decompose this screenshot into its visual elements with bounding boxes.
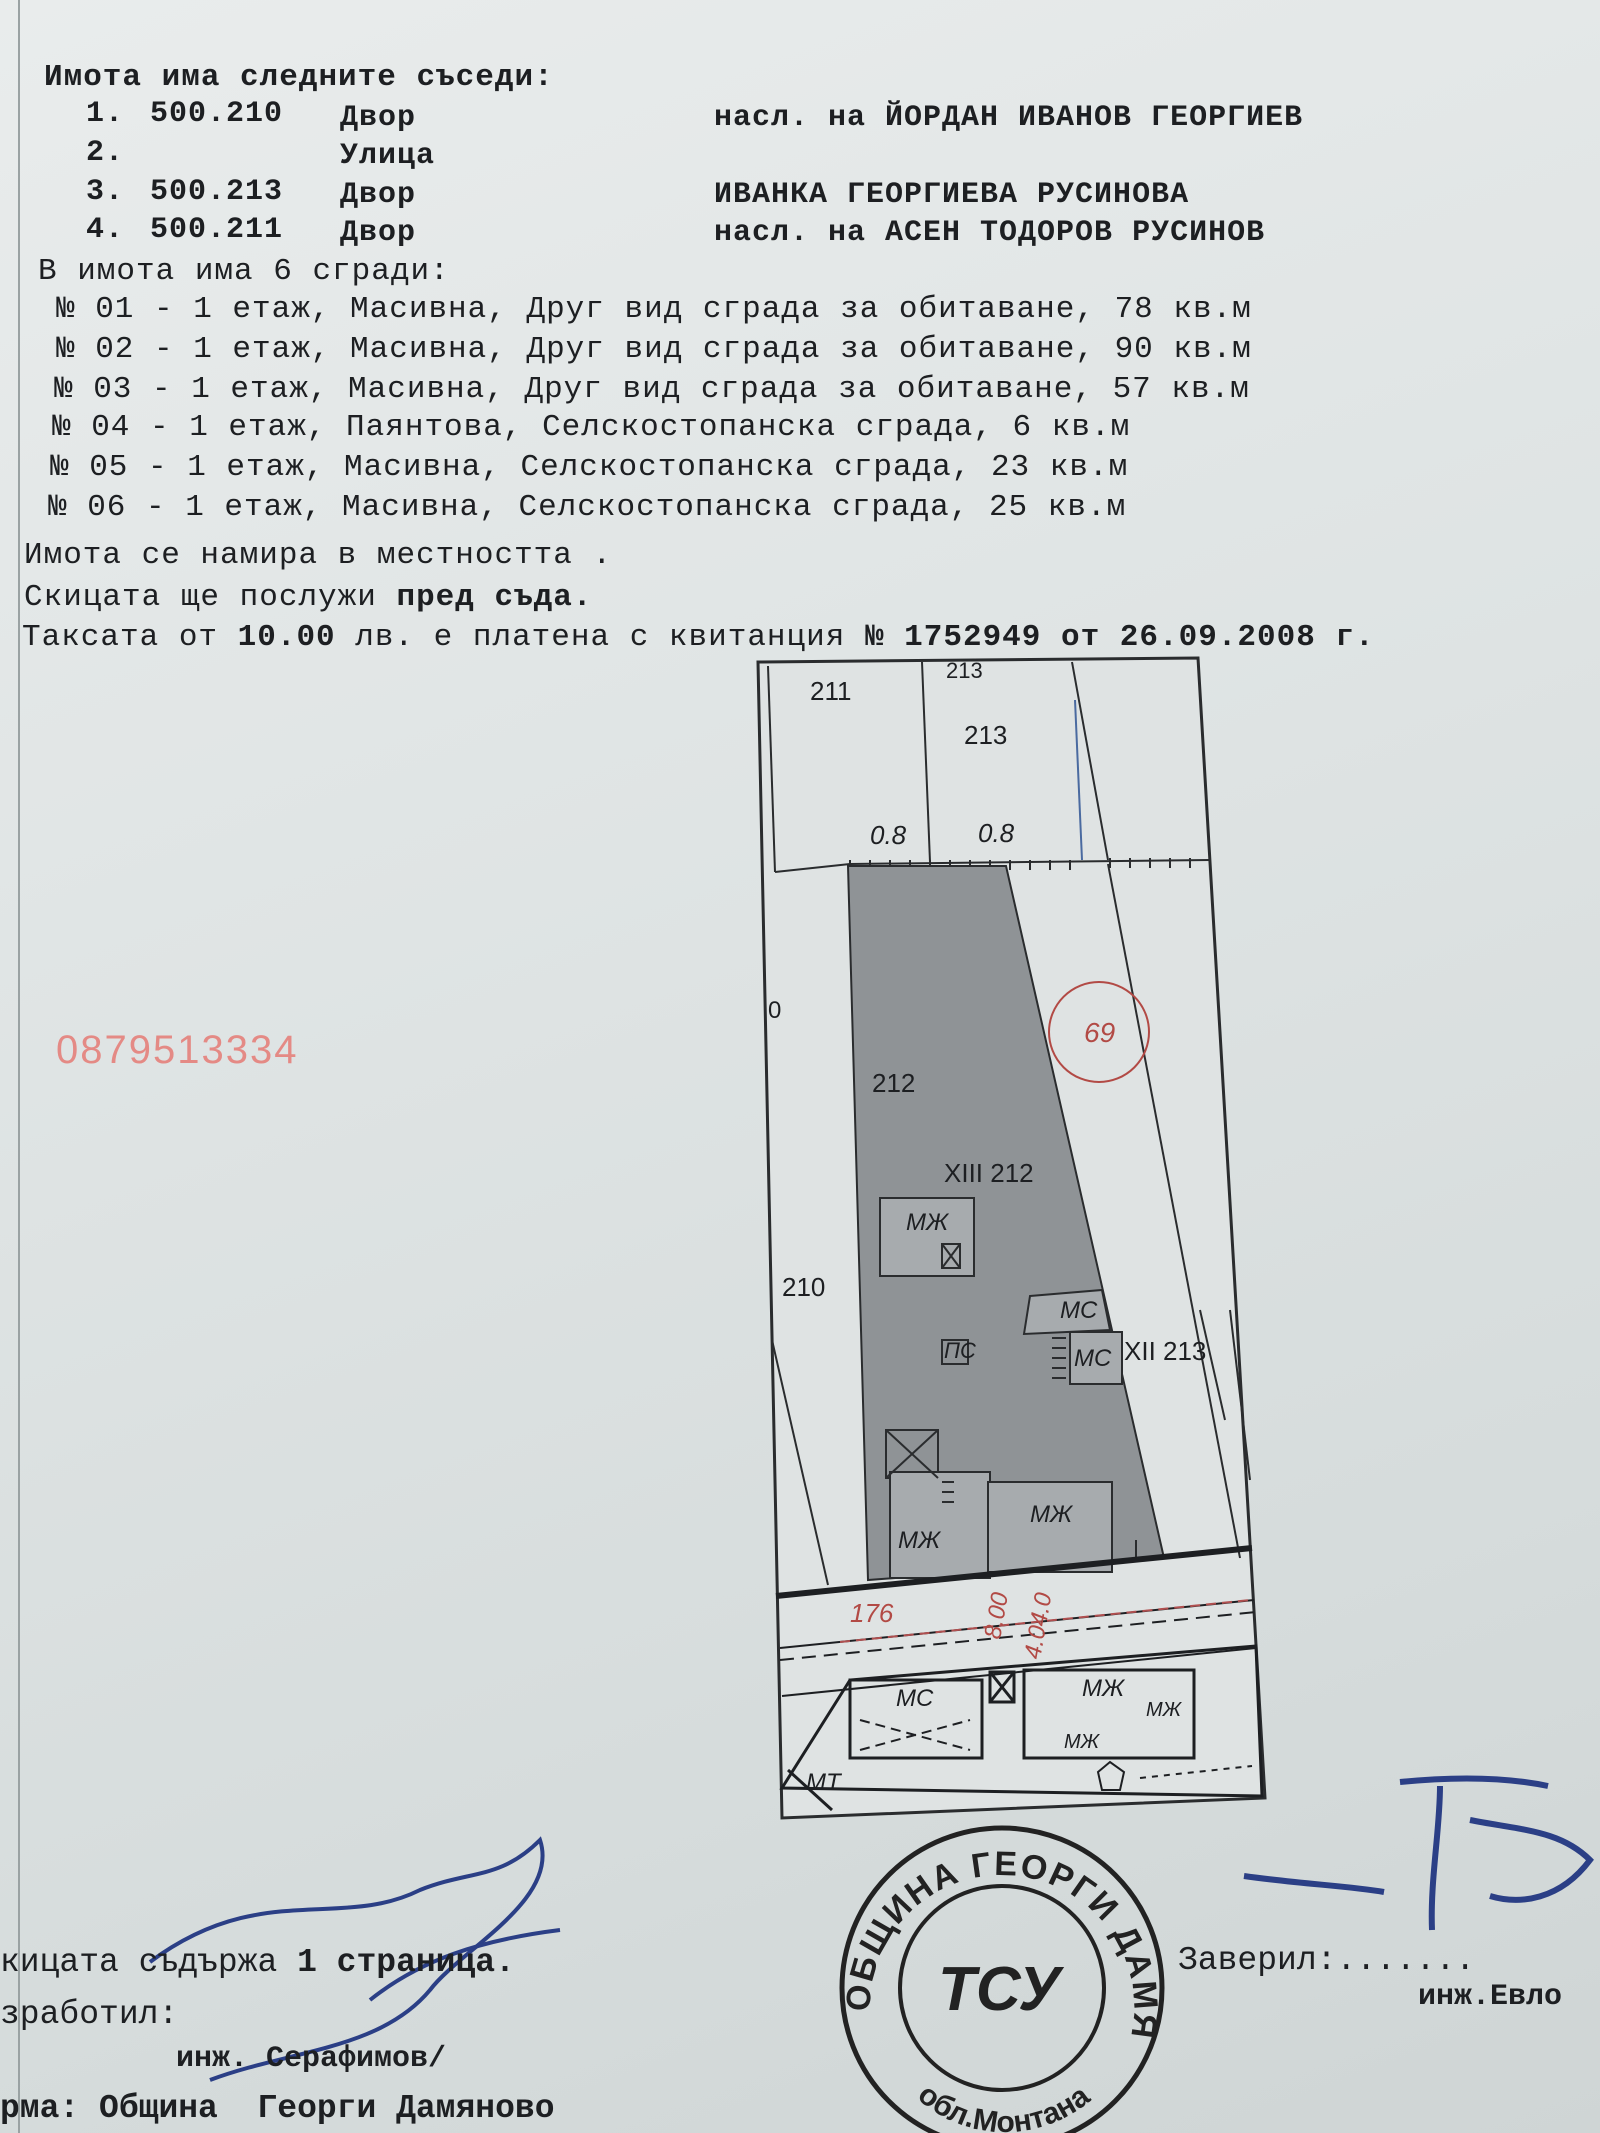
signature-left xyxy=(148,1836,561,2082)
neighbor-type: Улица xyxy=(340,139,436,173)
neighbor-type: Двор xyxy=(340,101,417,135)
label-0: 0 xyxy=(768,997,781,1024)
neighbor-id: 500.211 xyxy=(150,213,284,247)
fee-receipt: № 1752949 от 26.09.2008 г. xyxy=(864,620,1375,655)
label-reg-212: XIII 212 xyxy=(944,1158,1034,1188)
building-item: № 03 - 1 етаж, Масивна, Друг вид сграда … xyxy=(54,372,1250,407)
label-mzh-3: МЖ xyxy=(898,1527,942,1554)
verified-label: Заверил:....... xyxy=(1178,1942,1476,1979)
pages-bold: 1 страница. xyxy=(297,1944,515,1981)
south-buildings xyxy=(779,1644,1264,1812)
label-ms-2: МС xyxy=(1074,1345,1112,1372)
purpose-prefix: Скицата ще послужи xyxy=(24,580,397,615)
neighbor-owner: насл. на АСЕН ТОДОРОВ РУСИНОВ xyxy=(714,216,1266,250)
label-mzh-1: МЖ xyxy=(906,1209,950,1236)
stair-marks xyxy=(885,1243,1137,1560)
buildings-title: В имота има 6 сгради: xyxy=(38,254,450,289)
neighbor-num: 1. xyxy=(86,97,125,131)
neighbor-num: 4. xyxy=(86,213,125,247)
map-labels: 211 213 213 0.8 0.8 0 212 XIII 212 XII 2… xyxy=(768,658,1206,1796)
label-213: 213 xyxy=(964,720,1007,750)
label-south-ms: МС xyxy=(896,1685,934,1712)
label-212: 212 xyxy=(872,1068,915,1098)
building-item: № 02 - 1 етаж, Масивна, Друг вид сграда … xyxy=(56,332,1252,367)
firm-prefix: рма: xyxy=(0,2090,100,2127)
fee-prefix: Таксата от xyxy=(22,620,238,655)
building-item: № 04 - 1 етаж, Паянтова, Селскостопанска… xyxy=(52,410,1131,445)
engineer-name: инж. Серафимов/ xyxy=(176,2042,447,2076)
purpose-note: Скицата ще послужи пред съда. xyxy=(24,580,593,615)
buildings-outline xyxy=(879,1197,1123,1579)
location-note: Имота се намира в местността . xyxy=(24,538,613,573)
label-south-mzh: МЖ xyxy=(1082,1675,1126,1702)
neighbor-id: 500.210 xyxy=(150,97,284,131)
pages-note: кицата съдържа 1 страница. xyxy=(0,1944,515,1981)
label-reg-213: XII 213 xyxy=(1124,1336,1206,1366)
made-by-label: зработил: xyxy=(0,1996,179,2033)
fee-note: Таксата от 10.00 лв. е платена с квитанц… xyxy=(22,620,1375,655)
neighbor-owner: насл. на ЙОРДАН ИВАНОВ ГЕОРГИЕВ xyxy=(714,101,1304,135)
label-213-top: 213 xyxy=(946,658,983,683)
firm-name: Община Георги Дамяново xyxy=(99,2090,555,2127)
side-boundaries xyxy=(771,863,1251,1586)
page-edge xyxy=(18,0,20,2133)
label-road-176: 176 xyxy=(850,1598,894,1628)
label-circle-69: 69 xyxy=(1084,1017,1115,1048)
fee-amount: 10.00 xyxy=(237,620,336,655)
signature-right xyxy=(1243,1775,1594,1931)
neighbor-num: 2. xyxy=(86,136,125,170)
pages-prefix: кицата съдържа xyxy=(0,1944,298,1981)
label-dim-0.8-a: 0.8 xyxy=(870,820,907,850)
neighbor-num: 3. xyxy=(86,175,125,209)
label-210: 210 xyxy=(782,1272,825,1302)
label-south-mzh-3: МЖ xyxy=(1064,1731,1101,1753)
neighbor-owner: ИВАНКА ГЕОРГИЕВА РУСИНОВА xyxy=(714,178,1190,212)
building-item: № 05 - 1 етаж, Масивна, Селскостопанска … xyxy=(50,450,1129,485)
road xyxy=(775,1545,1257,1697)
neighbor-type: Двор xyxy=(340,178,417,212)
label-mzh-2: МЖ xyxy=(1030,1501,1074,1528)
stamp-center-text: ТСУ xyxy=(938,1955,1064,2024)
watermark-phone: 0879513334 xyxy=(56,1028,299,1072)
building-item: № 01 - 1 етаж, Масивна, Друг вид сграда … xyxy=(56,292,1252,327)
label-ps: ПС xyxy=(944,1338,976,1363)
label-211: 211 xyxy=(810,676,851,706)
neighbor-id: 500.213 xyxy=(150,175,284,209)
building-item: № 06 - 1 етаж, Масивна, Селскостопанска … xyxy=(48,490,1127,525)
marker-circle-69 xyxy=(1048,981,1150,1083)
firm-line: рма: Община Георги Дамяново xyxy=(0,2090,555,2127)
purpose-bold: пред съда. xyxy=(396,580,593,615)
label-dim-0.8-b: 0.8 xyxy=(978,818,1015,848)
label-south-mt: МТ xyxy=(806,1769,843,1796)
label-ms-1: МС xyxy=(1060,1297,1098,1324)
stamp-bottom-text: обл.Монтана xyxy=(912,2078,1096,2133)
neighbors-title: Имота има следните съседи: xyxy=(44,60,554,95)
verifier-name: инж.Евло xyxy=(1418,1980,1563,2014)
neighbor-type: Двор xyxy=(340,216,417,250)
fee-mid: лв. е платена с квитанция xyxy=(335,620,865,655)
label-south-mzh-2: МЖ xyxy=(1146,1699,1183,1721)
